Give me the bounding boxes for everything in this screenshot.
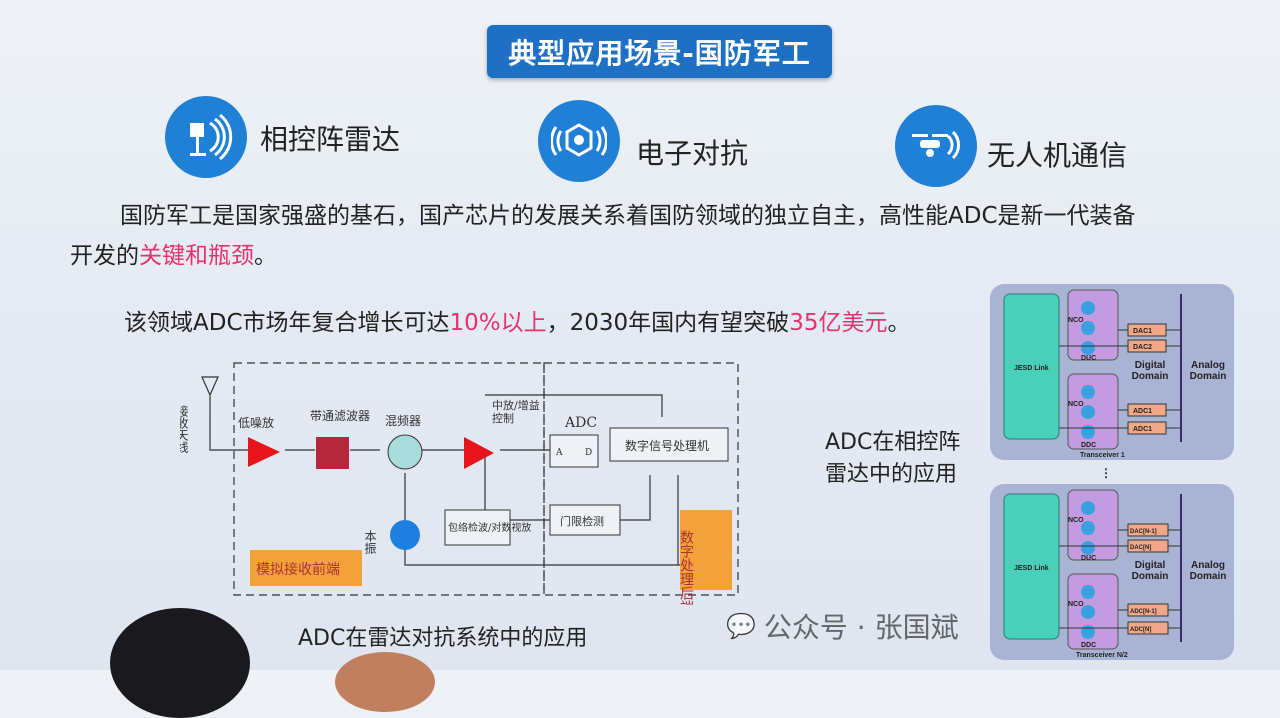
adc-label: ADC[N-1] [1130,609,1157,615]
category-ecm: 电子对抗 [636,137,749,170]
radar-diagram-caption: ADC在雷达对抗系统中的应用 [298,626,588,651]
adc-label: ADC1 [1133,426,1152,433]
nco-label: NCO [1068,401,1084,408]
adc-label: ADC1 [1133,408,1152,415]
ddc-label: DDC [1081,442,1096,449]
text: 。 [254,243,277,269]
lna-label: 低噪放 [238,415,274,430]
analog-domain-label: Analog Domain [1189,360,1227,382]
phased-array-caption: ADC在相控阵雷达中的应用 [825,430,961,487]
svg-text:⋮: ⋮ [1100,466,1112,480]
dac-label: DAC2 [1133,344,1152,351]
if-agc-label: 中放/增益控制 [492,399,540,425]
slide-title: 典型应用场景-国防军工 [487,25,832,78]
watermark-text: 公众号 · 张国斌 [763,611,959,644]
audience-head [335,652,435,712]
mixer-symbol [387,434,423,470]
lo-oscillator-symbol [390,520,420,550]
duc-label: DUC [1081,355,1096,362]
text: 开发的 [70,243,139,269]
shield-icon [538,100,620,182]
highlight-text: 关键和瓶颈 [139,243,254,269]
transceiver-label: Transceiver 1 [1080,452,1125,459]
bpf-symbol [316,437,349,469]
highlight-growth: 10%以上 [449,310,547,336]
highlight-market: 35亿美元 [789,310,888,336]
lo-label: 本振 [363,530,377,554]
lna-symbol [248,437,280,467]
bpf-label: 带通滤波器 [310,409,370,423]
category-uav: 无人机通信 [987,139,1128,172]
jesd-link-label: JESD Link [1014,365,1049,372]
antenna-label: 接收天线 [180,404,189,453]
drone-icon [895,105,977,187]
front-end-label: 模拟接收前端 [256,561,340,578]
dac-label: DAC1 [1133,328,1152,335]
text: 该领域ADC市场年复合增长可达 [124,310,450,336]
watermark: 💬 公众号 · 张国斌 [726,606,959,646]
radar-icon [165,96,247,178]
digital-domain-label: Digital Domain [1131,560,1169,582]
dsp-label: 数字信号处理机 [625,438,709,453]
dac-label: DAC[N-1] [1130,529,1157,535]
adc-a-label: A [555,448,563,458]
text: ，2030年国内有望突破 [546,310,790,336]
dac-label: DAC[N] [1130,545,1151,551]
nco-label: NCO [1068,517,1084,524]
mixer-label: 混频器 [385,414,421,428]
paragraph-line2: 开发的关键和瓶颈。 [70,236,1240,276]
jesd-link-label: JESD Link [1014,565,1049,572]
wechat-icon: 💬 [726,612,756,640]
adc-d-label: D [585,448,592,458]
ddc-label: DDC [1081,642,1096,649]
adc-label: ADC[N] [1130,627,1151,633]
market-paragraph: 该领域ADC市场年复合增长可达10%以上，2030年国内有望突破35亿美元。 [124,303,910,343]
envelope-detector-label: 包络检波/对数视放 [448,521,531,534]
nco-label: NCO [1068,601,1084,608]
intro-paragraph: 国防军工是国家强盛的基石，国产芯片的发展关系着国防领域的独立自主，高性能ADC是… [70,196,1240,276]
paragraph-line1: 国防军工是国家强盛的基石，国产芯片的发展关系着国防领域的独立自主，高性能ADC是… [120,203,1136,229]
category-phased-radar: 相控阵雷达 [260,123,401,156]
front-end-label-box [250,550,362,586]
audience-head [110,608,250,718]
radar-ecm-diagram: 接收天线 低噪放 带通滤波器 混频器 中放/增益控制 ADC A D 数字信号处… [180,362,739,605]
transceiver-diagram: JESD Link NCO DUC NCO DDC DAC1 DAC2 ADC1… [990,284,1234,660]
threshold-label: 门限检测 [560,514,604,528]
analog-domain-label: Analog Domain [1189,560,1227,582]
back-end-label-box [680,510,732,590]
nco-label: NCO [1068,317,1084,324]
transceiver-label: Transceiver N/2 [1076,652,1128,659]
duc-label: DUC [1081,555,1096,562]
digital-domain-label: Digital Domain [1131,360,1169,382]
agc-amp-symbol [464,437,494,469]
back-end-label: 数字处理后端 [678,530,694,605]
text: 。 [887,310,911,336]
adc-label: ADC [564,415,597,431]
